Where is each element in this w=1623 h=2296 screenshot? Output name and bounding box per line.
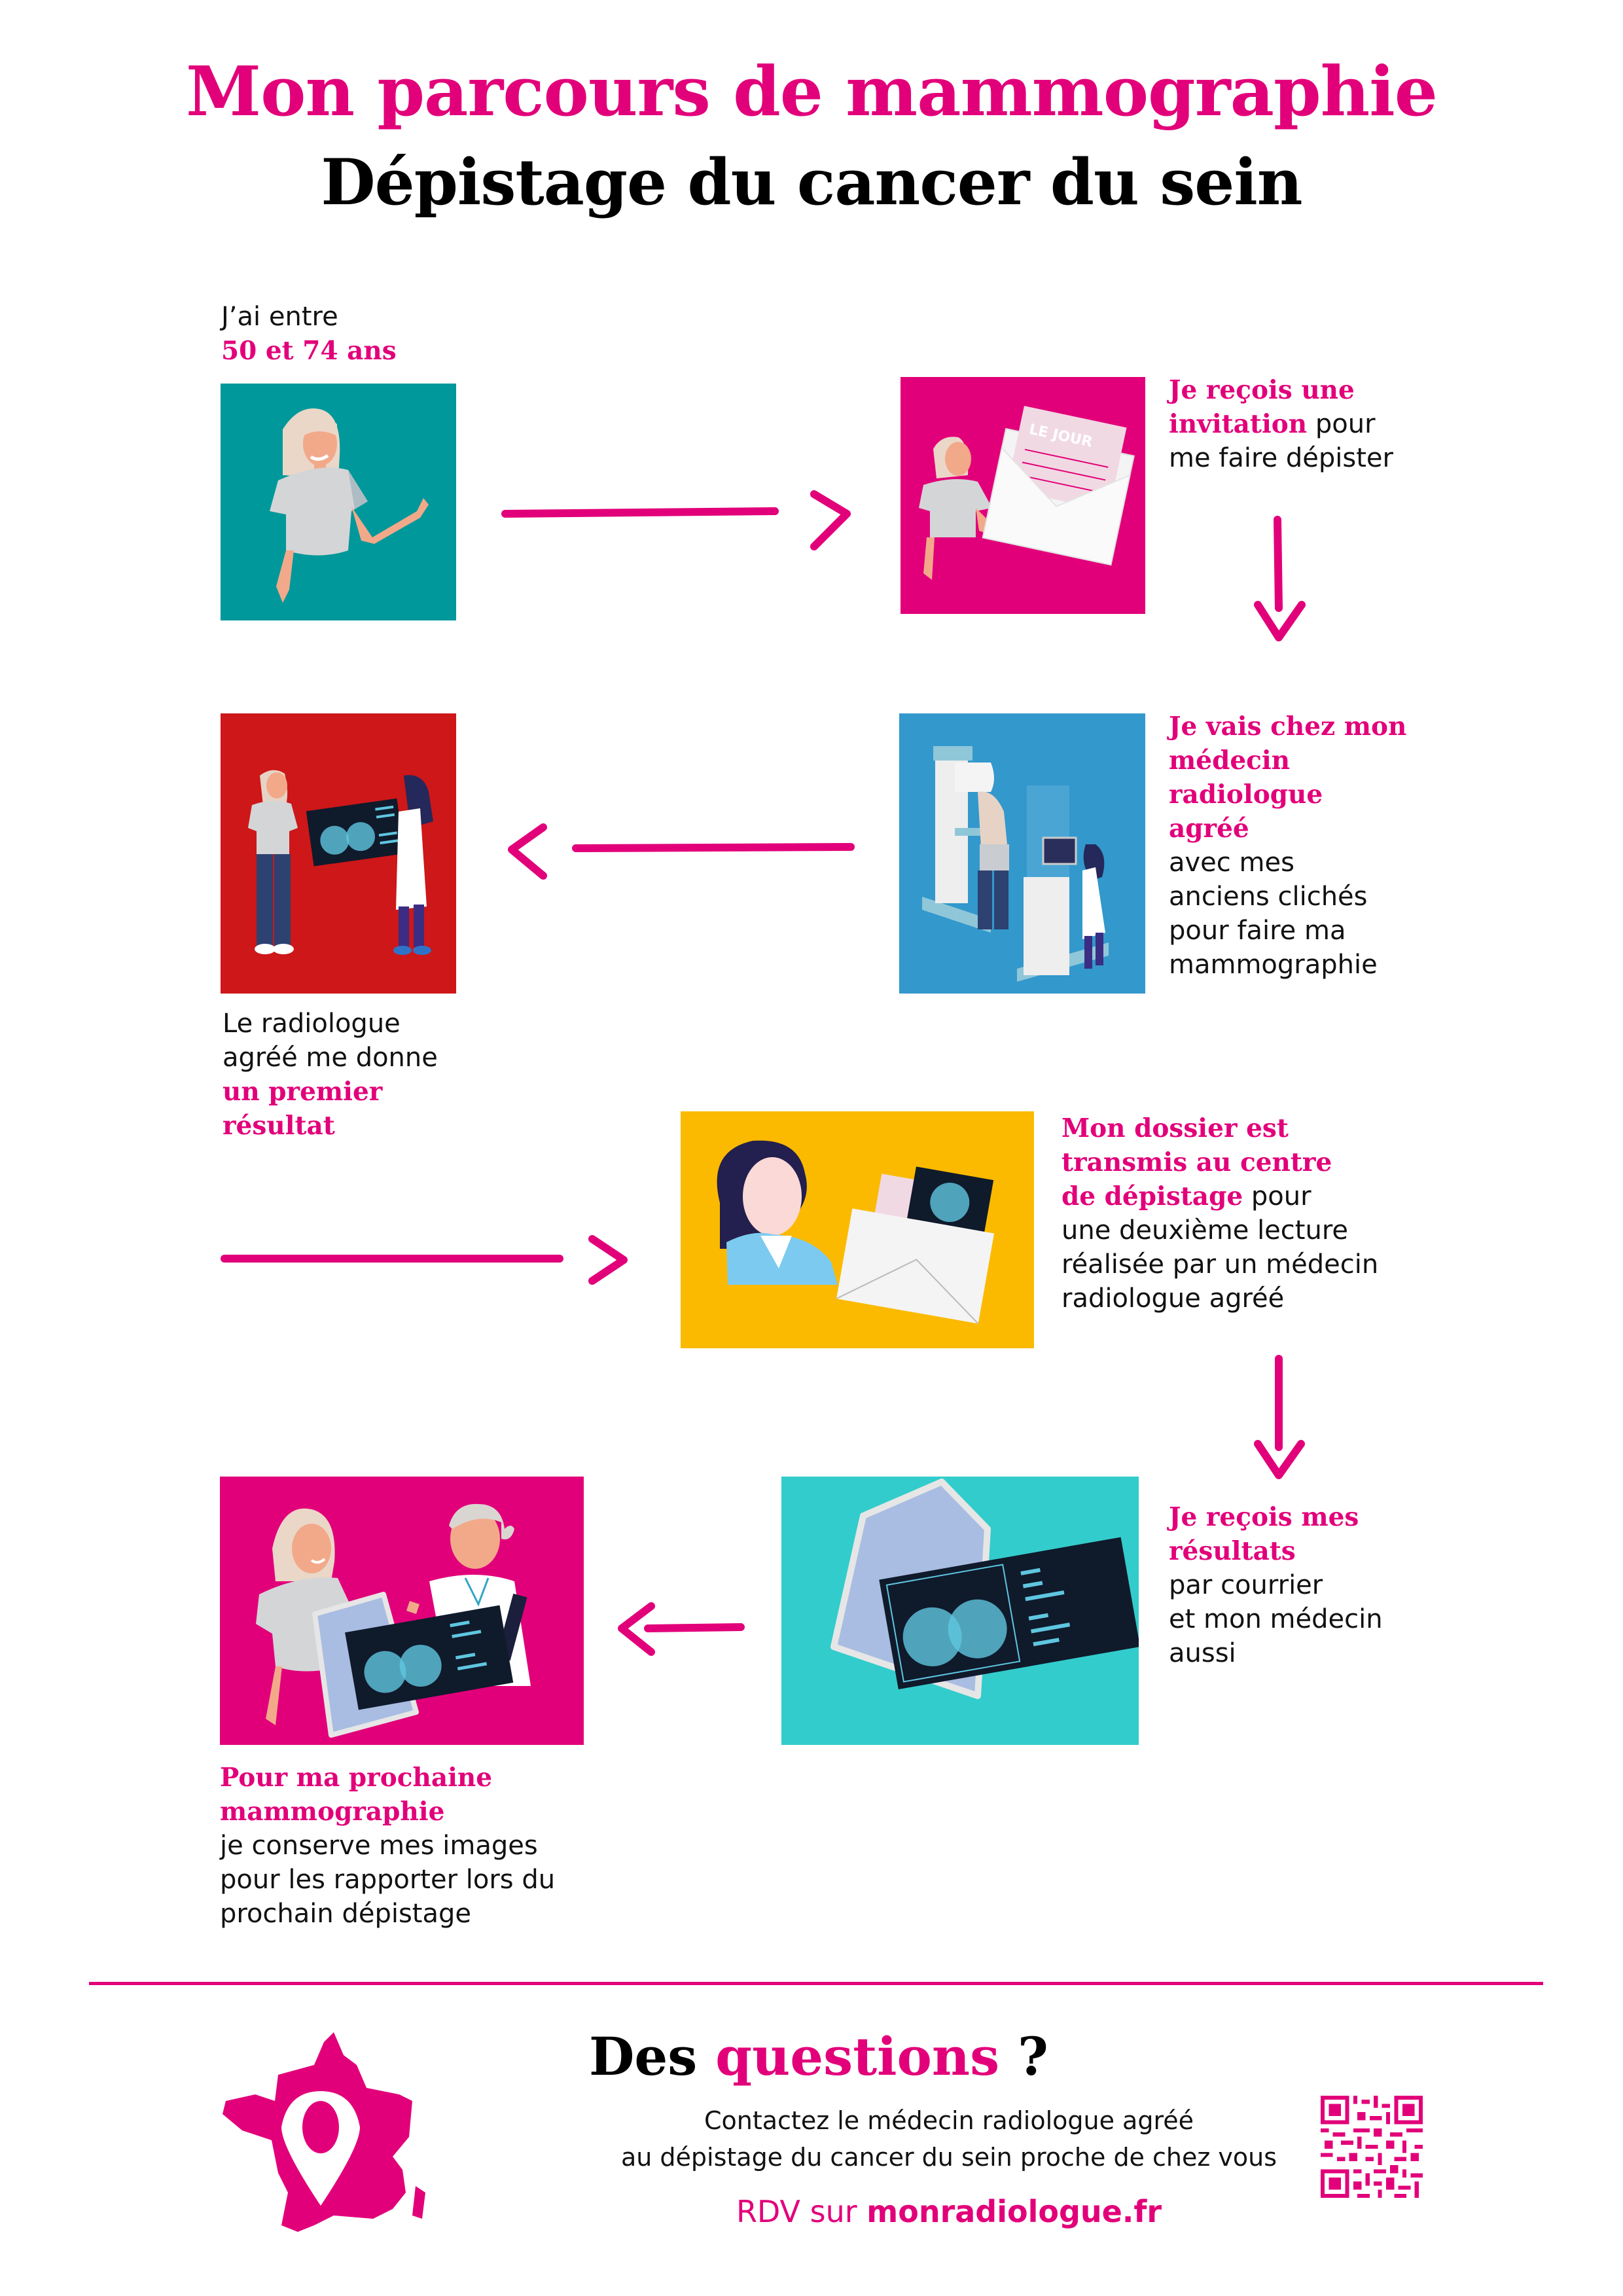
arrow-right-2	[219, 1227, 632, 1293]
step-next-plain-3: prochain dépistage	[220, 1899, 472, 1929]
step-second-reading-text: Mon dossier est transmis au centre de dé…	[1061, 1111, 1378, 1316]
arrow-right-icon	[501, 490, 851, 550]
step-radiologist-text: Je vais chez mon médecin radiologue agré…	[1169, 709, 1406, 982]
step-first-result-text: Le radiologue agréé me donne un premier …	[223, 1007, 438, 1143]
step-second-reading-highlight-3: de dépistage	[1061, 1181, 1243, 1211]
step-invitation-plain-inline: pour	[1307, 409, 1376, 439]
illustration-first-result	[221, 713, 456, 994]
step-radiologist-plain-4: mammographie	[1169, 950, 1378, 980]
radiologist-xray-icon	[248, 770, 433, 955]
woman-waving-icon	[270, 408, 429, 603]
step-next-plain-1: je conserve mes images	[220, 1831, 538, 1861]
step-results-plain-2: et mon médecin	[1169, 1604, 1383, 1634]
arrow-down-icon	[1254, 1355, 1305, 1479]
step-invitation-text: Je reçois une invitation pour me faire d…	[1169, 373, 1393, 475]
step-age-plain: J’ai entre	[221, 302, 338, 332]
step-radiologist-highlight-2: médecin	[1169, 745, 1291, 776]
arrow-right-1	[500, 488, 853, 553]
illustration-mammography-visit	[899, 713, 1145, 994]
step-next-highlight-1: Pour ma prochaine	[220, 1763, 493, 1793]
step-next-highlight-2: mammographie	[220, 1797, 445, 1827]
arrow-left-1	[504, 819, 857, 885]
arrow-left-icon	[508, 823, 855, 880]
arrow-down-1	[1246, 513, 1311, 644]
illustration-woman-waving	[221, 384, 456, 620]
step-results-highlight-2: résultats	[1169, 1536, 1296, 1566]
footer-title-prefix: Des	[589, 2026, 716, 2087]
footer-rdv: RDV sur monradiologue.fr	[458, 2194, 1440, 2229]
footer-contact-line-2: au dépistage du cancer du sein proche de…	[620, 2143, 1277, 2172]
step-radiologist-highlight-1: Je vais chez mon	[1169, 711, 1407, 742]
step-second-reading-highlight-2: transmis au centre	[1061, 1147, 1332, 1177]
step-radiologist-highlight-3: radiologue	[1169, 780, 1323, 810]
step-radiologist-plain-2: anciens clichés	[1169, 882, 1368, 912]
france-map-pin-icon	[216, 2029, 438, 2245]
step-second-reading-highlight-1: Mon dossier est	[1061, 1113, 1289, 1143]
illustration-invitation: LE JOUR	[901, 377, 1145, 614]
arrow-down-icon	[1254, 516, 1306, 641]
step-invitation-highlight: Je reçois une	[1169, 375, 1355, 405]
step-second-reading-plain-1: une deuxième lecture	[1061, 1215, 1348, 1246]
woman-doctor-mammogram-icon	[256, 1503, 531, 1738]
step-first-result-plain-1: Le radiologue	[223, 1009, 401, 1039]
arrow-right-icon	[221, 1235, 628, 1285]
footer-contact-text: Contactez le médecin radiologue agréé au…	[458, 2102, 1440, 2176]
step-invitation-plain: me faire dépister	[1169, 443, 1393, 473]
arrow-left-icon	[618, 1602, 745, 1656]
step-results-plain-1: par courrier	[1169, 1570, 1323, 1600]
step-results-plain-3: aussi	[1169, 1638, 1236, 1668]
step-second-reading-plain-2: réalisée par un médecin	[1061, 1249, 1379, 1280]
step-next-plain-2: pour les rapporter lors du	[220, 1865, 556, 1895]
step-results-highlight-1: Je reçois mes	[1169, 1502, 1359, 1532]
footer-divider	[89, 1982, 1543, 1985]
step-second-reading-plain-inline: pour	[1243, 1181, 1311, 1211]
step-first-result-highlight-1: un premier	[223, 1077, 383, 1107]
step-next-text: Pour ma prochaine mammographie je conser…	[220, 1761, 555, 1931]
step-age-highlight: 50 et 74 ans	[221, 336, 397, 366]
illustration-second-reading	[681, 1111, 1034, 1348]
page-subtitle: Dépistage du cancer du sein	[321, 145, 1302, 219]
step-radiologist-plain-3: pour faire ma	[1169, 916, 1346, 946]
footer-title: Des questions ?	[589, 2026, 1309, 2087]
step-age-text: J’ai entre 50 et 74 ans	[221, 300, 397, 368]
illustration-results-mail	[781, 1477, 1139, 1745]
step-results-text: Je reçois mes résultats par courrier et …	[1169, 1500, 1383, 1670]
step-first-result-highlight-2: résultat	[223, 1111, 335, 1141]
mammography-machine-icon	[922, 746, 1109, 982]
footer-rdv-link[interactable]: monradiologue.fr	[866, 2194, 1162, 2229]
step-second-reading-plain-3: radiologue agréé	[1061, 1283, 1285, 1314]
step-first-result-plain-2: agréé me donne	[223, 1043, 438, 1073]
footer-title-highlight: questions	[715, 2026, 1000, 2087]
step-radiologist-plain-1: avec mes	[1169, 848, 1294, 878]
page-title: Mon parcours de mammographie	[186, 51, 1438, 132]
arrow-left-2	[615, 1597, 746, 1662]
footer-rdv-prefix: RDV sur	[736, 2194, 867, 2229]
footer-contact-line-1: Contactez le médecin radiologue agréé	[704, 2106, 1194, 2135]
footer-title-suffix: ?	[999, 2026, 1048, 2087]
step-radiologist-highlight-4: agréé	[1169, 814, 1249, 844]
envelope-mammogram-icon	[830, 1479, 1139, 1699]
step-invitation-highlight-2: invitation	[1169, 409, 1308, 439]
doctor-envelope-icon	[717, 1140, 995, 1325]
arrow-down-2	[1246, 1352, 1311, 1483]
qr-code-icon[interactable]	[1321, 2094, 1423, 2199]
illustration-next-mammography	[220, 1477, 584, 1745]
envelope-invitation-icon: LE JOUR	[919, 406, 1135, 580]
